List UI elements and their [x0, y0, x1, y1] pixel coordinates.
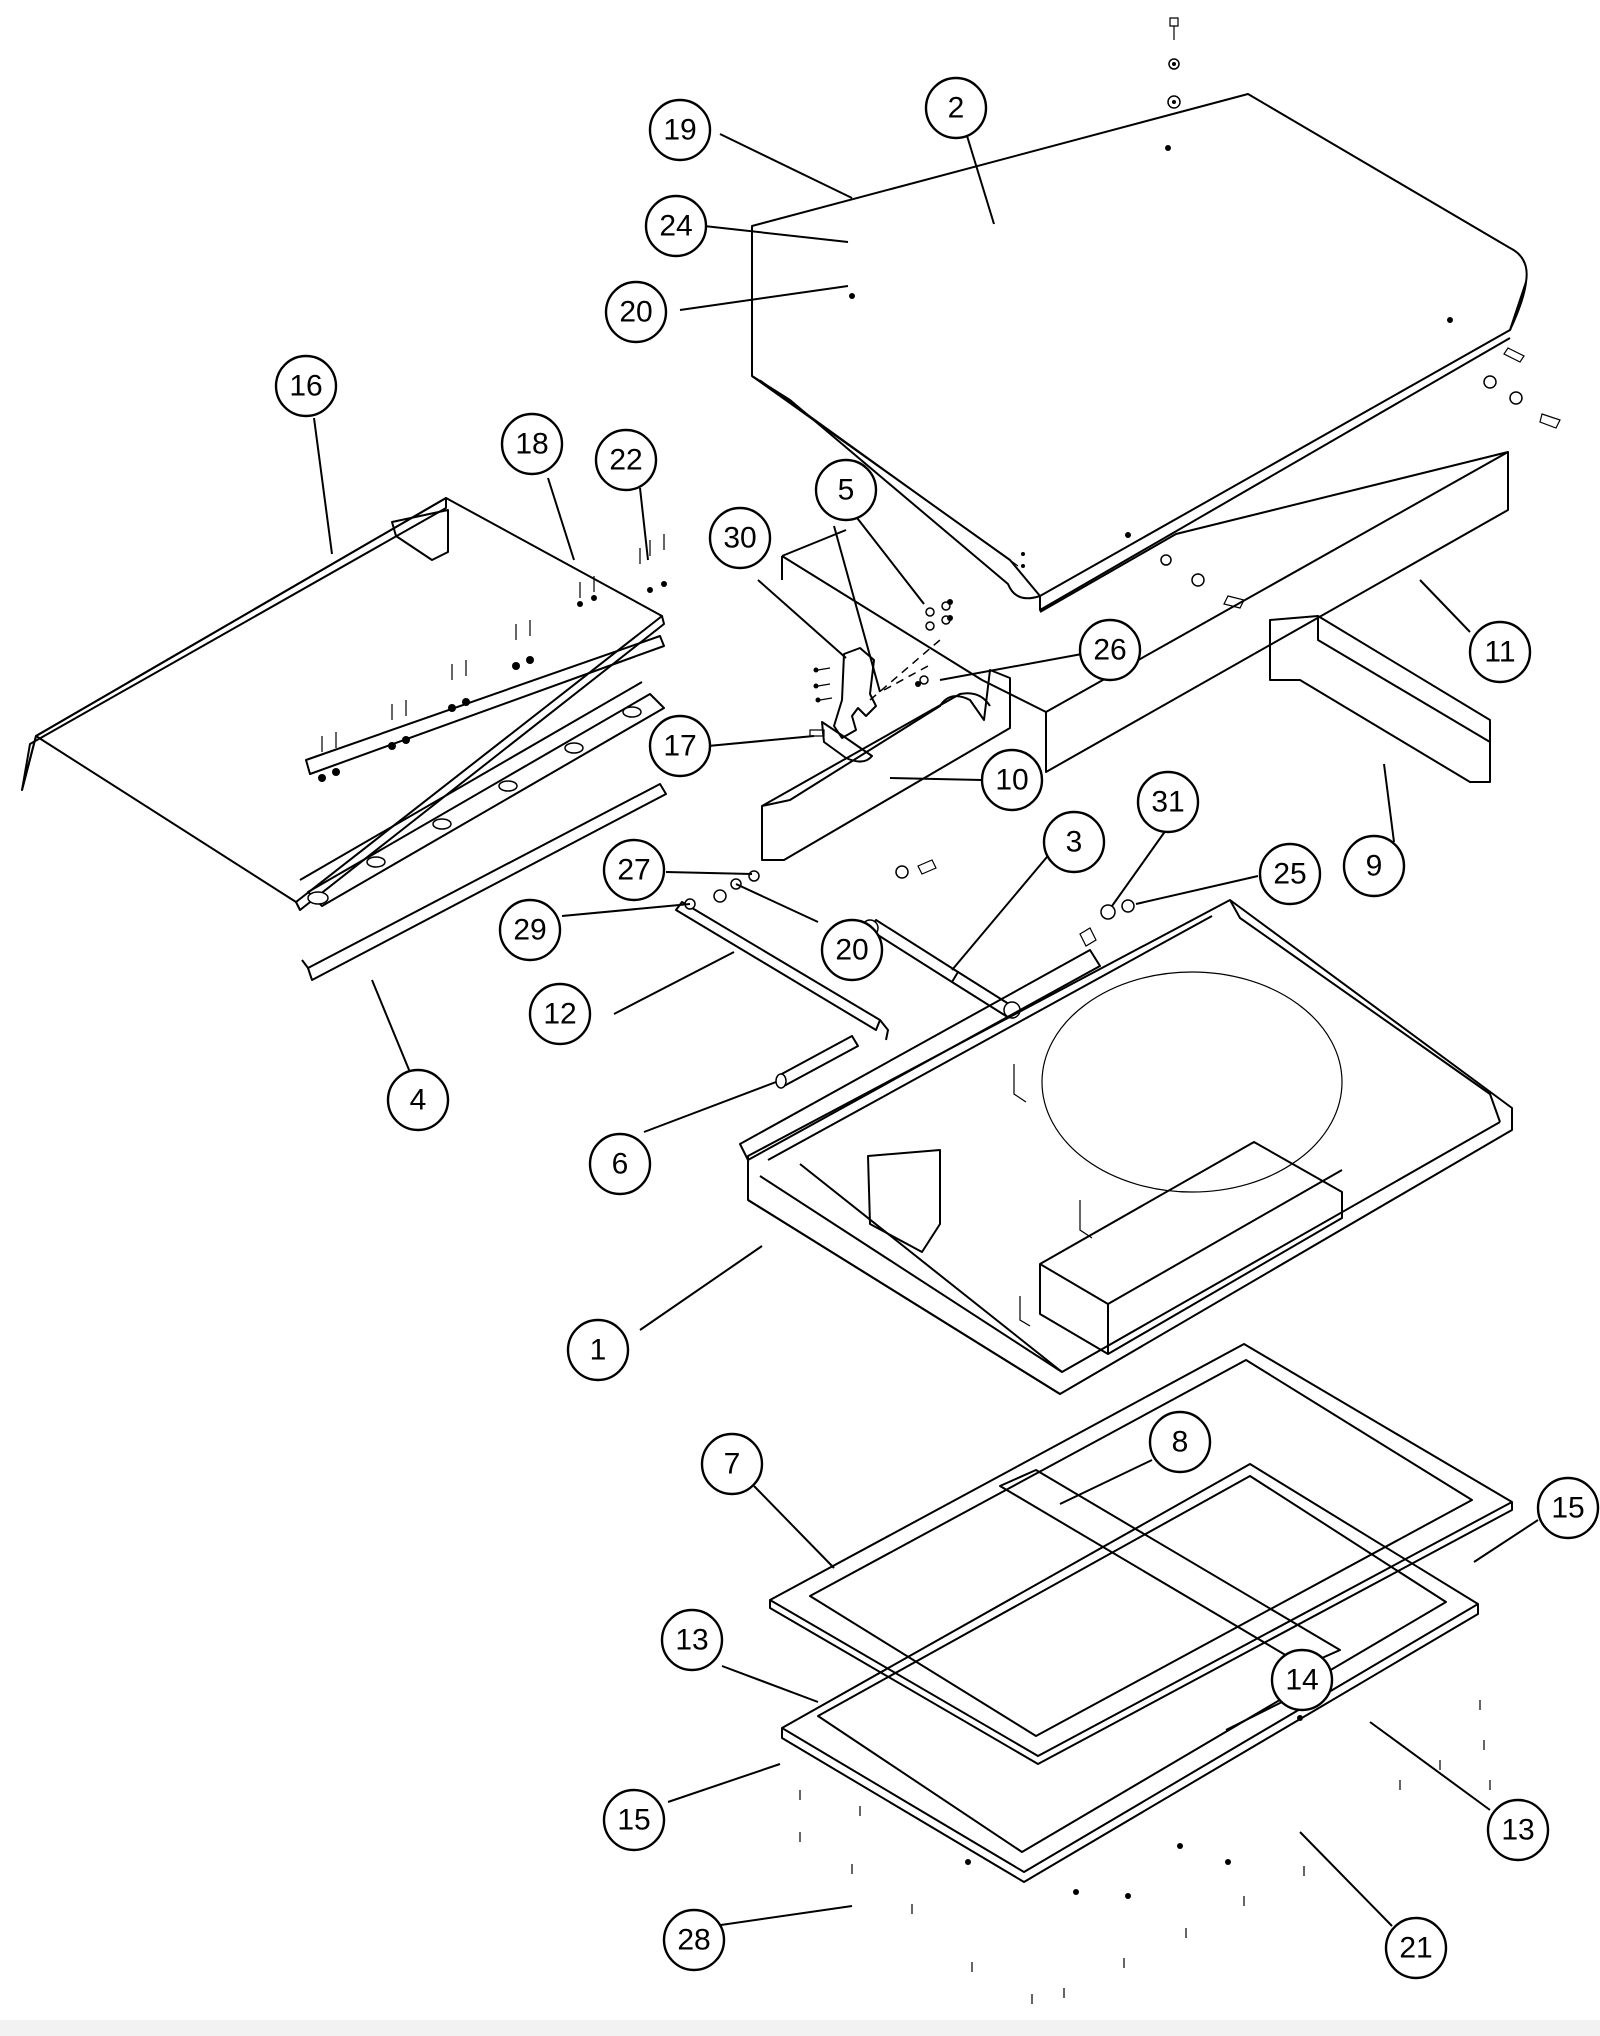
callout-1: 1 — [566, 1318, 630, 1382]
callout-15-right: 15 — [1536, 1476, 1600, 1540]
callout-7: 7 — [700, 1432, 764, 1496]
callout-7-label: 7 — [724, 1448, 741, 1481]
callout-16-label: 16 — [289, 370, 322, 403]
part-hinge-plate-4 — [301, 635, 667, 981]
callout-8-label: 8 — [1172, 1426, 1189, 1459]
part-cover-top — [751, 17, 1561, 611]
part-frame-7 — [769, 1343, 1513, 1765]
callout-19-label: 19 — [663, 114, 696, 147]
page-bottom-strip — [0, 2020, 1600, 2036]
callout-25: 25 — [1258, 842, 1322, 906]
callout-21-label: 21 — [1399, 1932, 1432, 1965]
callout-15-left: 15 — [602, 1788, 666, 1852]
lid-screws — [318, 534, 667, 782]
callout-21: 21 — [1384, 1916, 1448, 1980]
callout-12-label: 12 — [543, 998, 576, 1031]
callout-29-label: 29 — [513, 914, 546, 947]
callout-14: 14 — [1270, 1648, 1334, 1712]
callout-5: 5 — [814, 458, 878, 522]
callout-24-label: 24 — [659, 210, 692, 243]
callout-20-lower: 20 — [820, 918, 884, 982]
callout-22: 22 — [594, 428, 658, 492]
part-latch-assembly — [809, 599, 953, 763]
callout-31-label: 31 — [1151, 786, 1184, 819]
callout-13-left: 13 — [660, 1608, 724, 1672]
callout-30: 30 — [708, 506, 772, 570]
callout-12: 12 — [528, 982, 592, 1046]
callout-3: 3 — [1042, 810, 1106, 874]
callout-6: 6 — [588, 1132, 652, 1196]
callout-13-left-label: 13 — [675, 1624, 708, 1657]
callout-17-label: 17 — [663, 730, 696, 763]
callout-10-label: 10 — [995, 764, 1028, 797]
callout-26: 26 — [1078, 618, 1142, 682]
callout-10: 10 — [980, 748, 1044, 812]
callout-16: 16 — [274, 354, 338, 418]
callout-28: 28 — [662, 1908, 726, 1972]
part-gasket-15 — [781, 1463, 1479, 1883]
callout-2: 2 — [924, 76, 988, 140]
callout-3-label: 3 — [1066, 826, 1083, 859]
callout-20: 20 — [604, 280, 668, 344]
callout-18: 18 — [500, 412, 564, 476]
callout-13-right-label: 13 — [1501, 1814, 1534, 1847]
nuts-31-25 — [1079, 899, 1135, 947]
part-foam-pad — [781, 451, 1509, 773]
callout-15-right-label: 15 — [1551, 1492, 1584, 1525]
callout-25-label: 25 — [1273, 858, 1306, 891]
callout-22-label: 22 — [609, 444, 642, 477]
callout-28-label: 28 — [677, 1924, 710, 1957]
callout-30-label: 30 — [723, 522, 756, 555]
callout-26-label: 26 — [1093, 634, 1126, 667]
callout-1-label: 1 — [590, 1334, 607, 1367]
part-base-tray-1 — [739, 899, 1513, 1395]
callout-11: 11 — [1468, 620, 1532, 684]
callout-11-label: 11 — [1484, 636, 1515, 669]
callout-2-label: 2 — [948, 92, 965, 125]
callout-5-label: 5 — [838, 474, 855, 507]
callout-4: 4 — [386, 1068, 450, 1132]
callout-14-label: 14 — [1285, 1664, 1318, 1697]
callout-20-lower-label: 20 — [835, 934, 868, 967]
callout-15-left-label: 15 — [617, 1804, 650, 1837]
part-frame-8 — [999, 1469, 1341, 1667]
part-tube-6 — [775, 1035, 859, 1089]
callout-18-label: 18 — [515, 428, 548, 461]
callout-9-label: 9 — [1366, 850, 1383, 883]
callout-8: 8 — [1148, 1410, 1212, 1474]
callout-20-label: 20 — [619, 296, 652, 329]
callout-27-label: 27 — [617, 854, 650, 887]
callout-19: 19 — [648, 98, 712, 162]
part-rod-12 — [675, 870, 889, 1041]
bottom-fasteners — [799, 1700, 1491, 2004]
callout-24: 24 — [644, 194, 708, 258]
callout-17: 17 — [648, 714, 712, 778]
callout-27: 27 — [602, 838, 666, 902]
part-gas-strut-3 — [861, 859, 1021, 1019]
part-lid-panel-16 — [21, 497, 665, 911]
callout-4-label: 4 — [410, 1084, 427, 1117]
callout-6-label: 6 — [612, 1148, 629, 1181]
callout-13-right: 13 — [1486, 1798, 1550, 1862]
part-bracket-10 — [761, 669, 1011, 861]
callout-31: 31 — [1136, 770, 1200, 834]
part-bar-9 — [1269, 615, 1491, 783]
callout-29: 29 — [498, 898, 562, 962]
callout-9: 9 — [1342, 834, 1406, 898]
